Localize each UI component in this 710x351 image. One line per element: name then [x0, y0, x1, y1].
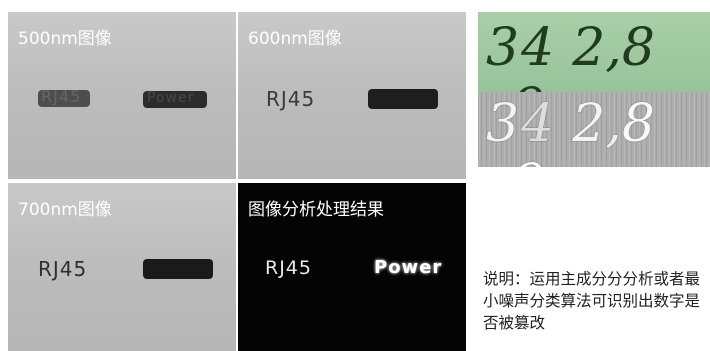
- hw-top-digit: 3: [486, 18, 520, 78]
- panel-500nm-power: Power: [147, 90, 195, 106]
- hw-top-digit: ,: [605, 18, 622, 78]
- panel-600nm: 600nm图像 RJ45: [238, 12, 466, 179]
- explanation-note: 说明：运用主成分分分析或者最小噪声分类算法可识别出数字是否被篡改: [483, 270, 701, 332]
- panel-500nm-power-patch: [143, 91, 207, 108]
- hw-bot-digit: 2: [572, 94, 606, 154]
- hw-top-digit: 8: [621, 18, 655, 78]
- panel-result: 图像分析处理结果 RJ45 Power: [238, 183, 466, 351]
- panel-500nm-label: 500nm图像: [18, 29, 112, 49]
- panel-result-code: RJ45: [265, 257, 312, 279]
- panel-700nm: 700nm图像 RJ45: [8, 183, 236, 351]
- panel-600nm-code: RJ45: [266, 87, 316, 111]
- handwriting-bottom-strip: 342,89: [478, 92, 710, 167]
- hw-bot-digit: 9: [512, 154, 545, 167]
- panel-500nm: 500nm图像 RJ45 Power: [8, 12, 236, 179]
- hw-bot-digit: 3: [486, 94, 520, 154]
- panel-600nm-redacted-patch: [368, 89, 438, 109]
- panel-700nm-label: 700nm图像: [18, 200, 112, 220]
- hw-bot-digit: ,: [605, 94, 622, 154]
- panel-700nm-redacted-patch: [143, 259, 213, 279]
- handwriting-image: 342,89 342,89: [478, 12, 710, 167]
- panel-500nm-code: RJ45: [41, 87, 82, 106]
- panel-result-label: 图像分析处理结果: [248, 200, 384, 220]
- panel-500nm-rj45-patch: [38, 90, 90, 107]
- panel-700nm-code: RJ45: [38, 257, 88, 281]
- hw-bot-digit: 4: [521, 94, 555, 154]
- handwriting-top-strip: 342,89: [478, 12, 710, 138]
- panel-600nm-label: 600nm图像: [248, 29, 342, 49]
- handwriting-bottom-digits: 342,89: [486, 94, 710, 167]
- hw-bot-digit: 8: [621, 94, 655, 154]
- hw-top-digit: 2: [572, 18, 606, 78]
- hw-top-digit: 4: [521, 18, 555, 78]
- panel-result-power: Power: [374, 257, 443, 278]
